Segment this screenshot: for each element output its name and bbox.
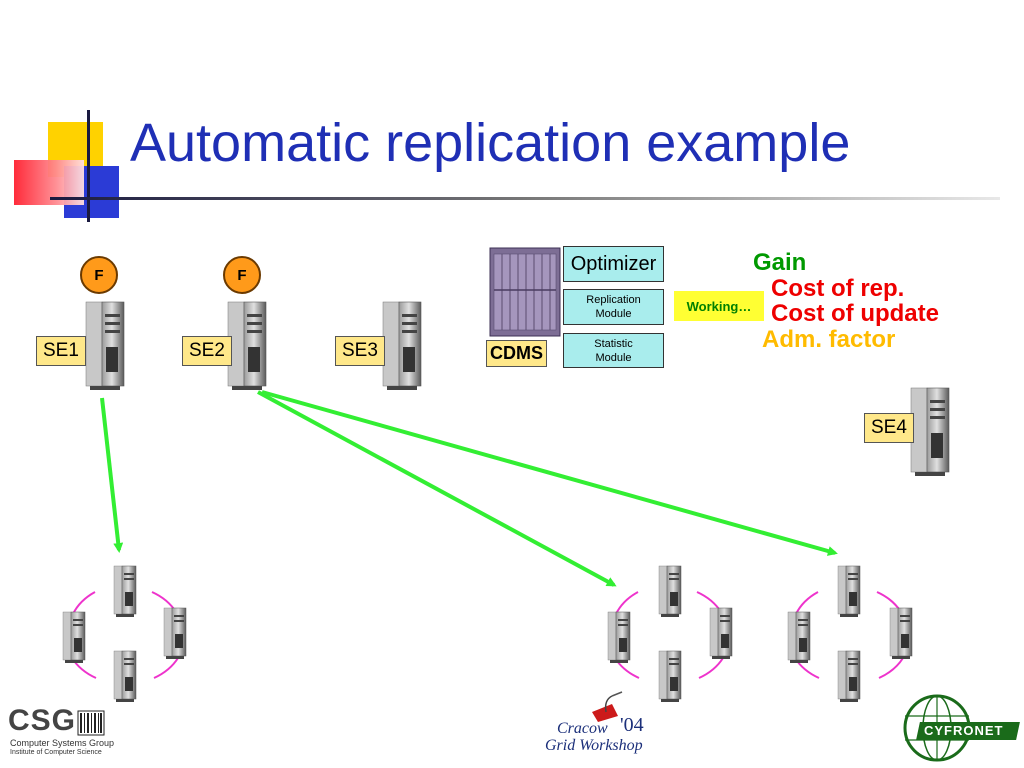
- server-se4-icon: [910, 387, 950, 477]
- title-underline: [50, 197, 1000, 200]
- factor-gain: Gain: [753, 249, 807, 276]
- cluster-left: [62, 565, 187, 703]
- file-badge-se2: F: [223, 256, 261, 294]
- se2-label: SE2: [182, 336, 232, 366]
- se4-label: SE4: [864, 413, 914, 443]
- workshop-name: Grid Workshop: [545, 737, 643, 754]
- replication-arrow-se2-a: [257, 390, 617, 587]
- workshop-year: '04: [620, 714, 644, 736]
- factor-cost-of-rep: Cost of rep.: [771, 275, 905, 302]
- deco-vertical-line: [87, 110, 90, 222]
- cluster-right: [787, 565, 913, 703]
- cdms-rack-icon: [489, 247, 561, 337]
- factor-adm: Adm. factor: [762, 326, 896, 353]
- csg-logo: CSG: [8, 704, 77, 737]
- server-se1-icon: [85, 301, 125, 391]
- replication-arrow-se1: [100, 397, 124, 553]
- statistic-module-label: Statistic Module: [594, 337, 633, 364]
- optimizer-label: Optimizer: [570, 252, 657, 275]
- statistic-module-box: Statistic Module: [563, 333, 664, 368]
- csg-line1: Computer Systems Group: [10, 738, 115, 748]
- csg-barcode-icon: [77, 710, 105, 736]
- working-status: Working…: [674, 291, 764, 321]
- server-se3-icon: [382, 301, 422, 391]
- se1-label: SE1: [36, 336, 86, 366]
- cyfronet-label: CYFRONET: [924, 723, 1004, 738]
- csg-line2: Institute of Computer Science: [10, 749, 102, 756]
- optimizer-box: Optimizer: [563, 246, 664, 282]
- replication-module-box: Replication Module: [563, 289, 664, 325]
- server-se2-icon: [227, 301, 267, 391]
- workshop-city: Cracow: [557, 720, 608, 737]
- factor-cost-of-update: Cost of update: [771, 300, 939, 327]
- cluster-middle: [607, 565, 733, 703]
- cdms-label: CDMS: [486, 340, 547, 367]
- cracow-hat-icon: [592, 691, 623, 722]
- replication-arrow-se2-b: [261, 390, 838, 556]
- file-badge-se1: F: [80, 256, 118, 294]
- slide-title: Automatic replication example: [130, 113, 851, 173]
- replication-module-label: Replication Module: [586, 294, 641, 320]
- se3-label: SE3: [335, 336, 385, 366]
